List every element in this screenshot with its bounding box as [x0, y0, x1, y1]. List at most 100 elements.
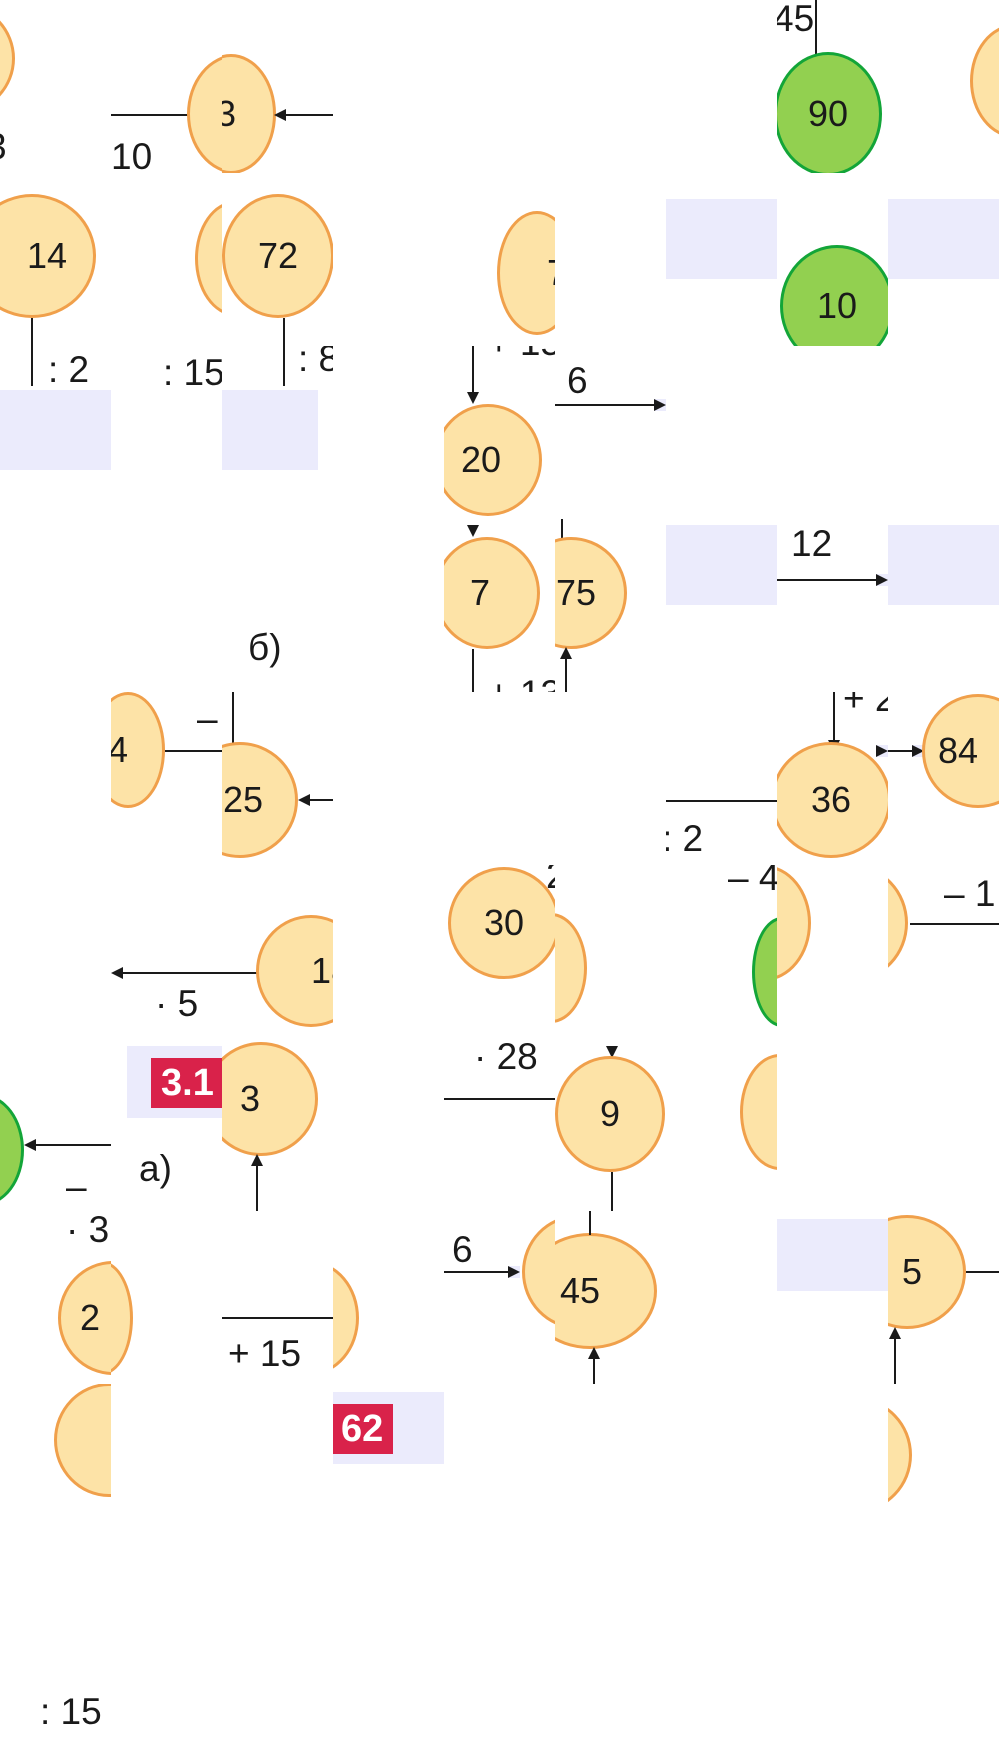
tile-r1-c6 — [555, 0, 666, 173]
tile-r4-c8: 12 — [777, 519, 888, 692]
tile-r8-c8 — [777, 1211, 888, 1384]
tile-r5-c7: : 2 — [666, 692, 777, 865]
tile-r5-c2: 4 – — [111, 692, 222, 865]
tile-r10-c1: : 15 — [0, 1557, 111, 1745]
answer-placeholder[interactable] — [666, 199, 777, 279]
tile-r7-c7 — [666, 1038, 777, 1211]
tile-r8-c4 — [333, 1211, 444, 1384]
tile-r2-c7 — [666, 173, 777, 346]
tile-r8-c9: 5 — [888, 1211, 999, 1384]
operation-label: : 2 — [666, 818, 704, 859]
connector-line — [444, 1271, 510, 1273]
number-circle — [522, 1215, 555, 1329]
tile-r6-c7: – 4 — [666, 865, 777, 1038]
number-circle-30: 30 — [448, 867, 555, 979]
tile-r1-c9 — [888, 0, 999, 173]
connector-line — [666, 800, 777, 802]
connector-line — [111, 114, 196, 116]
answer-placeholder[interactable] — [0, 390, 111, 470]
operation-label: + 15 — [488, 346, 555, 361]
connector-line — [222, 1317, 333, 1319]
arrow-down-icon — [606, 1046, 618, 1058]
tile-r5-c5 — [444, 692, 555, 865]
tile-r3-c1: : 2 — [0, 346, 111, 519]
tile-r5-c8: + 2 36 — [777, 692, 888, 865]
number-circle — [752, 917, 777, 1027]
operation-label: · 28 — [474, 1038, 538, 1077]
connector-line — [833, 692, 835, 742]
operation-label: – 1 — [944, 873, 996, 914]
tile-r3-c8 — [777, 346, 888, 519]
tile-r6-c8 — [777, 865, 888, 1038]
operation-label: : 15 — [40, 1691, 102, 1732]
tile-r8-c3: + 15 — [222, 1211, 333, 1384]
answer-placeholder[interactable] — [666, 525, 777, 605]
section-label-a: а) — [139, 1148, 172, 1189]
connector-line — [472, 346, 474, 394]
tile-r9-c8 — [777, 1384, 888, 1557]
connector-line — [561, 519, 563, 539]
answer-placeholder[interactable] — [888, 199, 999, 279]
number-circle-10: 10 — [780, 245, 888, 346]
tile-r4-c5: 7 + 13 — [444, 519, 555, 692]
tile-r4-c2 — [111, 519, 222, 692]
connector-line — [472, 649, 474, 692]
tile-r4-c9 — [888, 519, 999, 692]
number-circle-7: 7 — [444, 537, 540, 649]
operation-label: 27 — [546, 865, 555, 894]
arrow-down-icon — [467, 392, 479, 404]
number-circle — [187, 54, 222, 173]
tile-r1-c3: 3 — [222, 0, 333, 173]
tile-r7-c6: 9 — [555, 1038, 666, 1211]
tile-r3-c3: : 8 — [222, 346, 333, 519]
number-circle-9: 9 — [555, 1056, 665, 1172]
arrow-right-icon — [912, 745, 924, 757]
task-badge: 3.1 — [151, 1058, 222, 1108]
operation-label: + 2 — [843, 692, 888, 719]
number-circle-72: 72 — [222, 194, 333, 318]
number-circle — [333, 1261, 359, 1375]
connector-line — [565, 649, 567, 692]
connector-line — [966, 1271, 999, 1273]
tile-r1-c2: 10 — [111, 0, 222, 173]
tile-r2-c9 — [888, 173, 999, 346]
tile-r10-c5 — [444, 1557, 555, 1745]
operation-label: 6 — [567, 360, 588, 401]
number-circle-4: 4 — [111, 692, 165, 808]
answer-placeholder[interactable] — [888, 525, 999, 605]
tile-r10-c3 — [222, 1557, 333, 1745]
arrow-right-icon — [876, 574, 888, 586]
tile-r1-c7 — [666, 0, 777, 173]
operation-label: : 15 — [163, 352, 222, 393]
number-circle-20: 20 — [444, 404, 542, 516]
arrow-down-icon — [467, 525, 479, 537]
connector-line — [306, 799, 333, 801]
arrow-up-icon — [251, 1154, 263, 1166]
tile-r7-c8 — [777, 1038, 888, 1211]
tile-r9-c9 — [888, 1384, 999, 1557]
tile-r2-c4 — [333, 173, 444, 346]
operation-label: · 5 — [155, 983, 199, 1024]
tile-r10-c9 — [888, 1557, 999, 1745]
connector-line — [611, 1172, 613, 1211]
number-circle-8: 3 — [222, 54, 276, 173]
operation-label: 45 — [777, 0, 815, 39]
connector-line — [593, 1349, 595, 1384]
number-circle — [555, 913, 587, 1023]
connector-line — [283, 346, 285, 386]
tile-r2-c1: 14 — [0, 173, 111, 346]
operation-label: + 15 — [228, 1333, 302, 1374]
connector-line — [910, 923, 999, 925]
number-circle-3: 3 — [222, 1042, 318, 1156]
operation-label: – — [197, 698, 218, 739]
answer-placeholder[interactable] — [777, 1219, 888, 1291]
operation-label: 10 — [111, 136, 153, 173]
tile-r3-c9 — [888, 346, 999, 519]
arrow-right-icon — [876, 745, 888, 757]
tile-r7-c2: 3.1 а) — [111, 1038, 222, 1211]
number-circle-14: 14 — [0, 194, 96, 318]
tile-r6-c4 — [333, 865, 444, 1038]
answer-placeholder[interactable] — [222, 390, 318, 470]
connector-line — [282, 114, 333, 116]
tile-r2-c2 — [111, 173, 222, 346]
